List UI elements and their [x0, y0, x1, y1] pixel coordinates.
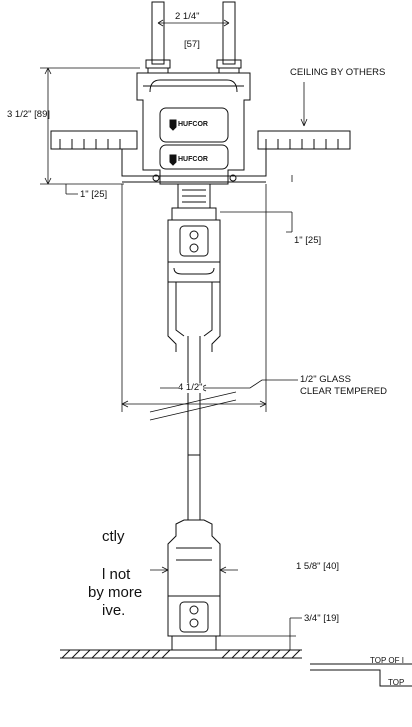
callout-ceiling: CEILING BY OTHERS [290, 67, 386, 78]
dimension-lines [40, 19, 308, 650]
dim-overall-width: 4 1/2" [178, 382, 203, 393]
callout-floor-top-1: TOP OF I [370, 656, 404, 665]
callout-floor-top-2: TOP [388, 678, 405, 687]
header-channel [136, 72, 251, 185]
callout-glass-line2: CLEAR TEMPERED [300, 386, 387, 397]
glass-panel [187, 336, 201, 520]
dim-jamb-offset: 1" [25] [294, 235, 322, 246]
dim-top-width-metric: [57] [184, 39, 200, 50]
side-note-line3: by more [88, 584, 143, 601]
upper-panel-frame [167, 282, 221, 352]
side-note-line4: ive. [102, 602, 126, 619]
dim-top-width: 2 1/4" [175, 11, 200, 22]
ceiling-tiles [50, 130, 351, 150]
side-note-line2: l not [102, 566, 131, 583]
dim-bottom-rail: 1 5/8" [40] [296, 561, 339, 572]
dim-header-offset: 1" [25] [80, 189, 108, 200]
threaded-rods [151, 1, 236, 65]
callout-glass-line1: 1/2" GLASS [300, 374, 351, 385]
dim-header-height: 3 1/2" [89] [7, 109, 50, 120]
logo-text-upper: HUFCOR [178, 121, 208, 128]
logo-text-lower: HUFCOR [178, 156, 208, 163]
ceiling-grid [121, 149, 267, 183]
hufcor-logo-marks [169, 119, 177, 166]
floor-line [60, 649, 412, 687]
side-note-line1: ctly [102, 528, 125, 545]
dim-bottom-gap: 3/4" [19] [304, 613, 340, 624]
top-rail [167, 183, 221, 283]
bottom-rail [167, 519, 221, 651]
